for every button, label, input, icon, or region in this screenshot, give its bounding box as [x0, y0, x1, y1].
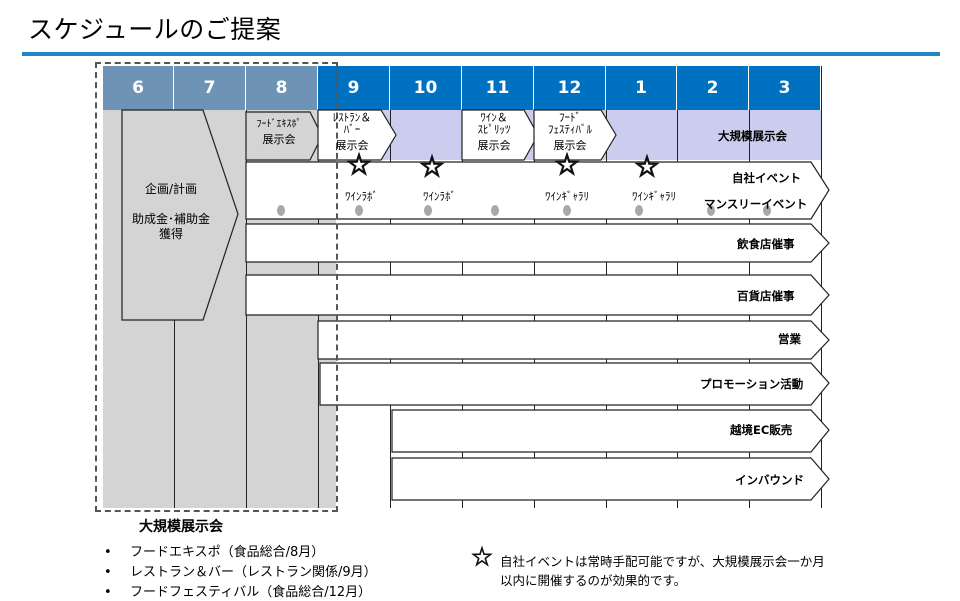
star-icon	[346, 151, 372, 176]
month-header-cell: 2	[677, 66, 749, 110]
restaurant-bar-label: ﾚｽﾄﾗﾝ＆ ﾊﾞｰ 展示会	[320, 112, 384, 152]
promotion-bar	[319, 362, 830, 406]
legend-star-icon	[471, 545, 493, 567]
summary-item: •フードエキスポ（食品総合/8月）	[104, 545, 325, 560]
cross-border-ec-bar	[391, 409, 830, 453]
month-header-cell: 1	[606, 66, 677, 110]
star-label: ﾜｲﾝｷﾞｬﾗﾘ	[632, 190, 676, 203]
wine-spirits-line-3: 展示会	[477, 139, 511, 152]
dept-store-event-bar	[245, 274, 830, 316]
restaurant-bar-line-1: ﾚｽﾄﾗﾝ＆	[332, 111, 372, 124]
star-icon	[634, 153, 660, 178]
wine-spirits-label: ﾜｲﾝ＆ ｽﾋﾟﾘｯﾂ 展示会	[462, 112, 526, 152]
food-expo-chevron	[245, 111, 323, 161]
title-underline	[22, 52, 940, 56]
monthly-event-dot	[355, 205, 363, 216]
month-header-cell: 10	[390, 66, 462, 110]
food-expo-label: ﾌｰﾄﾞｴｷｽﾎﾟ 展示会	[246, 119, 312, 146]
food-festival-label: ﾌｰﾄﾞ ﾌｪｽﾃｨﾊﾞﾙ 展示会	[536, 112, 604, 152]
row-label-dept-store-event: 百貨店催事	[737, 289, 795, 303]
summary-item: •レストラン＆バー（レストラン関係/9月）	[104, 565, 377, 580]
restaurant-bar-line-2: ﾊﾞｰ	[343, 123, 361, 136]
row-label-cross-border-ec: 越境EC販売	[730, 423, 793, 437]
monthly-event-dot	[424, 205, 432, 216]
food-festival-line-2: ﾌｪｽﾃｨﾊﾞﾙ	[548, 123, 592, 136]
row-label-monthly-event: マンスリーイベント	[704, 197, 808, 211]
food-festival-line-3: 展示会	[553, 139, 587, 152]
star-label: ﾜｲﾝﾗﾎﾞ	[423, 190, 456, 203]
month-header-cell: 8	[246, 66, 318, 110]
monthly-event-dot	[491, 205, 499, 216]
month-header-cell: 12	[534, 66, 606, 110]
row-label-promotion: プロモーション活動	[700, 377, 804, 391]
monthly-event-dot	[563, 205, 571, 216]
note-line-1: 自社イベントは常時手配可能ですが、大規模展示会一か月	[500, 554, 825, 569]
row-label-inbound: インバウンド	[735, 473, 804, 487]
monthly-event-dot	[763, 205, 771, 216]
summary-heading: 大規模展示会	[139, 519, 223, 535]
inbound-bar	[391, 457, 830, 501]
planning-line-3: 獲得	[158, 227, 183, 241]
food-expo-line-2: 展示会	[262, 133, 296, 146]
monthly-event-dot	[635, 205, 643, 216]
sales-bar	[317, 320, 830, 360]
restaurant-bar-line-3: 展示会	[335, 139, 369, 152]
food-festival-line-1: ﾌｰﾄﾞ	[559, 111, 581, 124]
page-title: スケジュールのご提案	[28, 15, 282, 44]
summary-list: •フードエキスポ（食品総合/8月） •レストラン＆バー（レストラン関係/9月） …	[104, 541, 377, 601]
star-icon	[554, 151, 580, 176]
row-label-own-event: 自社イベント	[732, 171, 801, 185]
planning-arrow	[121, 109, 239, 321]
note-line-2: 以内に開催するのが効果的です。	[500, 573, 687, 588]
food-festival-chevron	[533, 109, 617, 161]
planning-line-2: 助成金･補助金	[131, 212, 210, 226]
summary-item-text: フードエキスポ（食品総合/8月）	[130, 545, 325, 560]
planning-label: 企画/計画 助成金･補助金 獲得	[126, 182, 216, 242]
month-header-cell: 11	[462, 66, 534, 110]
wine-spirits-line-1: ﾜｲﾝ＆	[480, 111, 508, 124]
row-label-large-exhibition: 大規模展示会	[718, 129, 787, 143]
wine-spirits-chevron	[461, 109, 539, 161]
planning-line-1: 企画/計画	[144, 182, 198, 196]
row-label-sales: 営業	[778, 332, 801, 346]
month-header-cell: 6	[103, 66, 174, 110]
wine-spirits-line-2: ｽﾋﾟﾘｯﾂ	[477, 123, 511, 136]
monthly-event-dot	[707, 205, 715, 216]
restaurant-event-bar	[245, 223, 830, 263]
note: 自社イベントは常時手配可能ですが、大規模展示会一か月 以内に開催するのが効果的で…	[500, 552, 825, 590]
planning-period-frame	[95, 62, 338, 512]
own-event-bar	[245, 161, 830, 220]
month-header-cell: 3	[749, 66, 821, 110]
star-label: ﾜｲﾝｷﾞｬﾗﾘ	[545, 190, 589, 203]
row-label-restaurant-event: 飲食店催事	[737, 237, 795, 251]
summary-item: •フードフェスティバル（食品総合/12月）	[104, 585, 372, 600]
month-header-cell: 9	[318, 66, 390, 110]
monthly-event-dot	[277, 205, 285, 216]
summary-item-text: フードフェスティバル（食品総合/12月）	[130, 585, 372, 600]
star-label: ﾜｲﾝﾗﾎﾞ	[345, 190, 378, 203]
star-icon	[419, 153, 445, 178]
month-header-cell: 7	[174, 66, 246, 110]
summary-item-text: レストラン＆バー（レストラン関係/9月）	[130, 565, 377, 580]
food-expo-line-1: ﾌｰﾄﾞｴｷｽﾎﾟ	[256, 119, 302, 130]
